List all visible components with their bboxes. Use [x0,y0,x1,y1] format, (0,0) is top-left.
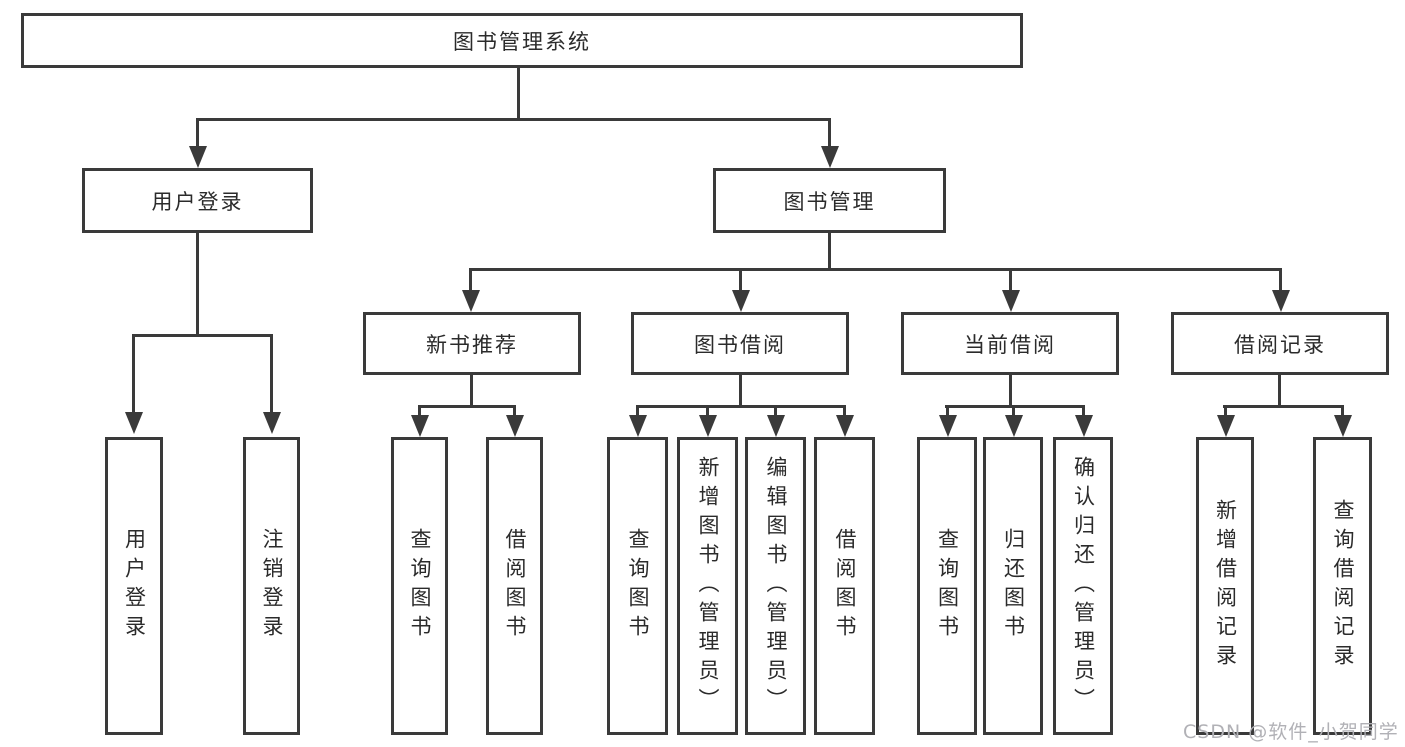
connector-line [636,405,846,408]
leaf-records-add-record: 新增借阅记录 [1196,437,1254,735]
connector-line [1223,405,1344,408]
connector-line [739,268,742,292]
connector-line [418,405,516,408]
arrow-down-icon [1005,415,1023,437]
connector-line [132,334,135,413]
leaf-borrowing-query-books: 查询图书 [607,437,668,735]
arrow-down-icon [1334,415,1352,437]
arrow-down-icon [506,415,524,437]
leaf-current-query-books-label: 查询图书 [935,528,960,644]
leaf-current-query-books: 查询图书 [917,437,977,735]
arrow-down-icon [462,290,480,312]
connector-line [1082,405,1085,417]
leaf-user-login-label: 用户登录 [122,528,147,644]
arrow-down-icon [1002,290,1020,312]
connector-line [1009,375,1012,407]
node-user-login-group-label: 用户登录 [151,189,244,214]
leaf-current-confirm-return-admin: 确认归还（管理员） [1053,437,1113,735]
connector-line [196,118,199,150]
leaf-current-return-books-label: 归还图书 [1001,528,1026,644]
node-library-system-label: 图书管理系统 [453,29,591,54]
connector-line [270,334,273,413]
node-book-management: 图书管理 [713,168,946,233]
connector-line [469,268,1282,271]
leaf-borrowing-borrow-books: 借阅图书 [814,437,875,735]
leaf-borrowing-borrow-books-label: 借阅图书 [833,528,857,644]
connector-line [636,405,639,417]
node-book-borrowing: 图书借阅 [631,312,849,375]
connector-line [946,405,949,417]
connector-line [1012,405,1015,417]
connector-line [469,268,472,292]
leaf-recommend-query-books-label: 查询图书 [408,528,432,644]
connector-line [706,405,709,417]
connector-line [828,233,831,270]
arrow-down-icon [732,290,750,312]
arrow-down-icon [189,146,207,168]
node-new-book-recommend-label: 新书推荐 [426,332,518,357]
leaf-records-query-record-label: 查询借阅记录 [1331,499,1355,673]
leaf-logout: 注销登录 [243,437,300,735]
connector-line [470,375,473,407]
leaf-records-add-record-label: 新增借阅记录 [1213,499,1238,673]
leaf-borrowing-edit-books-admin: 编辑图书（管理员） [745,437,806,735]
connector-line [132,334,273,337]
arrow-down-icon [821,146,839,168]
connector-line [1279,268,1282,292]
arrow-down-icon [939,415,957,437]
connector-line [517,66,520,120]
leaf-current-confirm-return-admin-label: 确认归还（管理员） [1071,455,1096,717]
node-borrowing-records-label: 借阅记录 [1234,332,1326,357]
connector-line [843,405,846,417]
connector-line [513,405,516,417]
leaf-recommend-borrow-books-label: 借阅图书 [503,528,527,644]
node-book-management-label: 图书管理 [783,189,876,214]
leaf-records-query-record: 查询借阅记录 [1313,437,1372,735]
connector-line [1009,268,1012,292]
node-book-borrowing-label: 图书借阅 [694,332,786,357]
connector-line [1341,405,1344,417]
arrow-down-icon [836,415,854,437]
connector-line [196,233,199,336]
node-current-borrowing: 当前借阅 [901,312,1119,375]
leaf-current-return-books: 归还图书 [983,437,1043,735]
connector-line [196,118,831,121]
node-current-borrowing-label: 当前借阅 [964,332,1056,357]
leaf-borrowing-add-books-admin: 新增图书（管理员） [677,437,738,735]
node-new-book-recommend: 新书推荐 [363,312,581,375]
connector-line [418,405,421,417]
csdn-watermark: CSDN @软件_小贺同学 [1183,721,1399,743]
leaf-logout-label: 注销登录 [260,528,284,644]
connector-line [1224,405,1227,417]
connector-line [774,405,777,417]
leaf-borrowing-edit-books-admin-label: 编辑图书（管理员） [764,455,788,717]
leaf-recommend-query-books: 查询图书 [391,437,448,735]
arrow-down-icon [411,415,429,437]
node-library-system: 图书管理系统 [21,13,1023,68]
arrow-down-icon [767,415,785,437]
leaf-recommend-borrow-books: 借阅图书 [486,437,543,735]
arrow-down-icon [125,412,143,434]
connector-line [1278,375,1281,407]
leaf-user-login: 用户登录 [105,437,163,735]
arrow-down-icon [1075,415,1093,437]
node-user-login-group: 用户登录 [82,168,313,233]
arrow-down-icon [1217,415,1235,437]
arrow-down-icon [263,412,281,434]
leaf-borrowing-query-books-label: 查询图书 [626,528,650,644]
arrow-down-icon [1272,290,1290,312]
node-borrowing-records: 借阅记录 [1171,312,1389,375]
leaf-borrowing-add-books-admin-label: 新增图书（管理员） [696,455,720,717]
connector-line [828,118,831,150]
connector-line [739,375,742,407]
arrow-down-icon [629,415,647,437]
arrow-down-icon [699,415,717,437]
